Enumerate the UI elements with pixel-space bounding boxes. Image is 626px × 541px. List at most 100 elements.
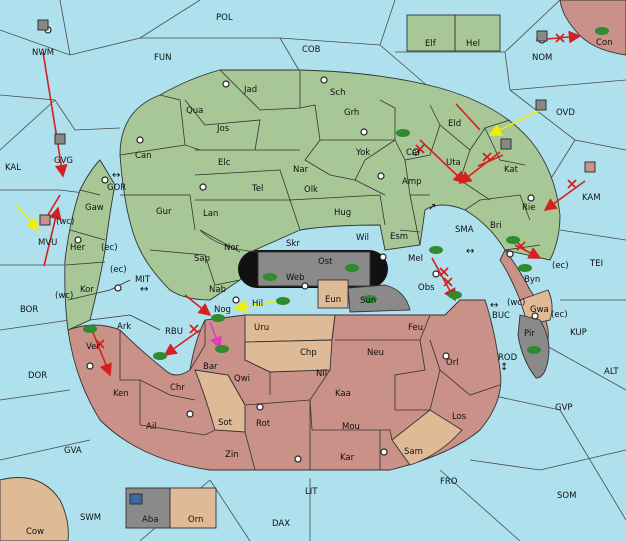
svg-text:SOM: SOM — [557, 491, 576, 501]
svg-text:ROD: ROD — [498, 353, 518, 363]
svg-text:Ail: Ail — [146, 422, 157, 432]
svg-text:Uta: Uta — [446, 158, 461, 168]
svg-text:Can: Can — [135, 151, 152, 161]
svg-text:Sot: Sot — [218, 418, 233, 428]
svg-text:(ec): (ec) — [552, 261, 569, 271]
svg-text:Car: Car — [406, 148, 421, 158]
svg-text:↔: ↔ — [490, 300, 498, 311]
svg-text:Eld: Eld — [448, 119, 461, 129]
svg-text:(ec): (ec) — [551, 310, 568, 320]
sea-labels: POL COB FUN NOM NWM OVD KAL GVG MVU GOR … — [5, 13, 619, 529]
region-eun — [317, 279, 349, 309]
svg-text:DOR: DOR — [28, 371, 47, 381]
land-labels: Con Elf Hel Jad Sch Qua Jos Grh Eld Can … — [26, 38, 613, 537]
svg-text:Ark: Ark — [117, 322, 131, 332]
svg-text:LIT: LIT — [305, 487, 318, 497]
svg-text:POL: POL — [216, 13, 233, 23]
svg-text:Pir: Pir — [524, 329, 535, 339]
svg-text:Kar: Kar — [340, 453, 355, 463]
svg-text:Grh: Grh — [344, 108, 359, 118]
svg-text:Byn: Byn — [524, 275, 540, 285]
svg-text:KAL: KAL — [5, 163, 21, 173]
region-sun — [347, 284, 411, 313]
svg-text:Yok: Yok — [355, 148, 370, 158]
svg-text:BUC: BUC — [492, 311, 510, 321]
continent-south — [67, 299, 502, 471]
svg-text:Kat: Kat — [504, 165, 519, 175]
svg-text:Lan: Lan — [203, 209, 218, 219]
svg-text:Mel: Mel — [408, 254, 423, 264]
svg-text:Olk: Olk — [304, 185, 318, 195]
svg-text:GOR: GOR — [107, 183, 126, 193]
svg-text:Chp: Chp — [300, 348, 317, 358]
svg-text:Rie: Rie — [522, 203, 536, 213]
supply-centers — [44, 26, 546, 463]
svg-text:Neu: Neu — [367, 348, 384, 358]
svg-text:BOR: BOR — [20, 305, 38, 315]
svg-text:Her: Her — [70, 243, 86, 253]
svg-text:Kor: Kor — [80, 285, 94, 295]
continent-north — [119, 69, 561, 301]
svg-text:Sch: Sch — [330, 88, 345, 98]
svg-text:Sun: Sun — [360, 296, 376, 306]
svg-text:↔: ↔ — [466, 246, 474, 257]
svg-text:OVD: OVD — [556, 108, 575, 118]
svg-text:↗: ↗ — [428, 202, 436, 213]
svg-text:MVU: MVU — [38, 238, 57, 248]
island-hel — [454, 14, 501, 52]
svg-text:Hug: Hug — [334, 208, 351, 218]
svg-text:Bri: Bri — [490, 221, 502, 231]
svg-text:SMA: SMA — [455, 225, 474, 235]
connectors: ↔ ↔ ↗ ↔ ↕ ↔ — [112, 170, 508, 373]
svg-text:Gwa: Gwa — [530, 305, 549, 315]
island-elf — [406, 14, 456, 52]
svg-text:↕: ↕ — [500, 362, 508, 373]
svg-text:FRO: FRO — [440, 477, 458, 487]
svg-text:Esm: Esm — [390, 232, 408, 242]
svg-text:Sam: Sam — [404, 447, 423, 457]
svg-text:(ec): (ec) — [110, 265, 127, 275]
coast-tags: (wc) (ec) (ec) (wc) (ec) (wc) (ec) — [55, 217, 569, 320]
svg-text:Obs: Obs — [418, 283, 435, 293]
svg-text:FUN: FUN — [154, 53, 171, 63]
svg-text:Cow: Cow — [26, 527, 44, 537]
province-borders — [65, 69, 541, 331]
svg-text:Aba: Aba — [142, 515, 158, 525]
svg-text:KUP: KUP — [570, 328, 587, 338]
island-cow — [0, 477, 69, 541]
svg-text:Con: Con — [596, 38, 613, 48]
svg-text:Eun: Eun — [325, 295, 341, 305]
svg-text:KAM: KAM — [582, 193, 601, 203]
svg-text:(ec): (ec) — [101, 243, 118, 253]
svg-text:Qwi: Qwi — [234, 374, 250, 384]
svg-text:SWM: SWM — [80, 513, 101, 523]
province-borders-south — [119, 314, 501, 471]
svg-text:Mou: Mou — [342, 422, 360, 432]
svg-text:Nil: Nil — [316, 369, 327, 379]
svg-text:Rot: Rot — [256, 419, 271, 429]
svg-text:(wc): (wc) — [56, 217, 74, 227]
svg-text:↔: ↔ — [112, 170, 120, 181]
island-con — [559, 0, 626, 56]
svg-text:GVA: GVA — [64, 446, 82, 456]
svg-text:(wc): (wc) — [507, 298, 525, 308]
svg-text:Nab: Nab — [209, 285, 226, 295]
svg-text:ALT: ALT — [604, 367, 619, 377]
svg-text:Web: Web — [286, 273, 305, 283]
svg-text:Orl: Orl — [446, 358, 459, 368]
svg-text:Jad: Jad — [243, 85, 257, 95]
svg-text:Zin: Zin — [225, 450, 239, 460]
svg-text:Gaw: Gaw — [85, 203, 104, 213]
svg-text:Nor: Nor — [224, 243, 240, 253]
svg-text:Tel: Tel — [251, 184, 263, 194]
svg-text:Skr: Skr — [286, 239, 300, 249]
svg-text:Orn: Orn — [188, 515, 203, 525]
svg-text:GVP: GVP — [555, 403, 573, 413]
svg-text:Sap: Sap — [194, 254, 210, 264]
svg-text:Kaa: Kaa — [335, 389, 351, 399]
svg-text:Wil: Wil — [356, 233, 369, 243]
svg-text:MIT: MIT — [135, 275, 151, 285]
svg-text:Nar: Nar — [293, 165, 309, 175]
